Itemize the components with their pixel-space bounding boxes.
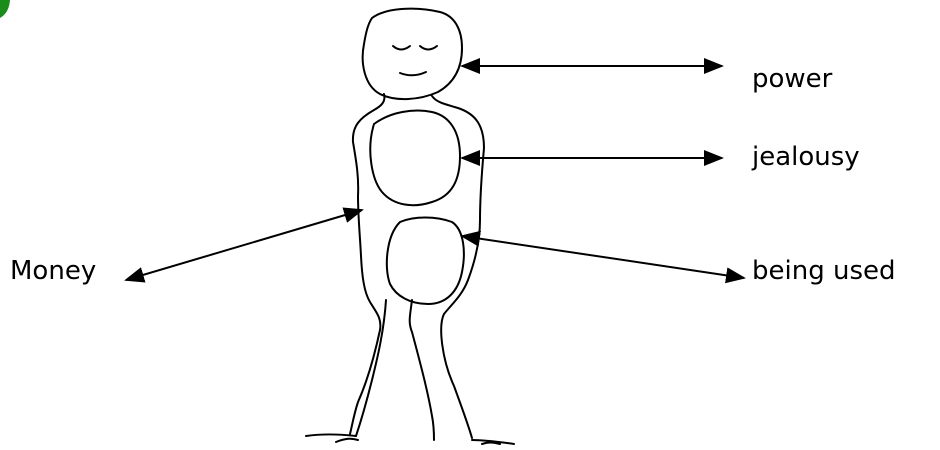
arrow-being-used	[462, 236, 744, 278]
figure-head	[363, 9, 462, 99]
figure-inner-legs	[356, 300, 434, 440]
chest-circle	[370, 111, 460, 206]
label-money: Money	[10, 258, 96, 284]
label-power: power	[752, 66, 832, 92]
corner-mark	[0, 0, 10, 18]
arrow-money	[126, 210, 362, 280]
label-jealousy: jealousy	[752, 144, 860, 170]
belly-circle	[387, 218, 464, 305]
figure-feet	[306, 435, 514, 445]
label-being-used: being used	[752, 258, 896, 284]
sleeping-face-icon	[393, 46, 437, 75]
